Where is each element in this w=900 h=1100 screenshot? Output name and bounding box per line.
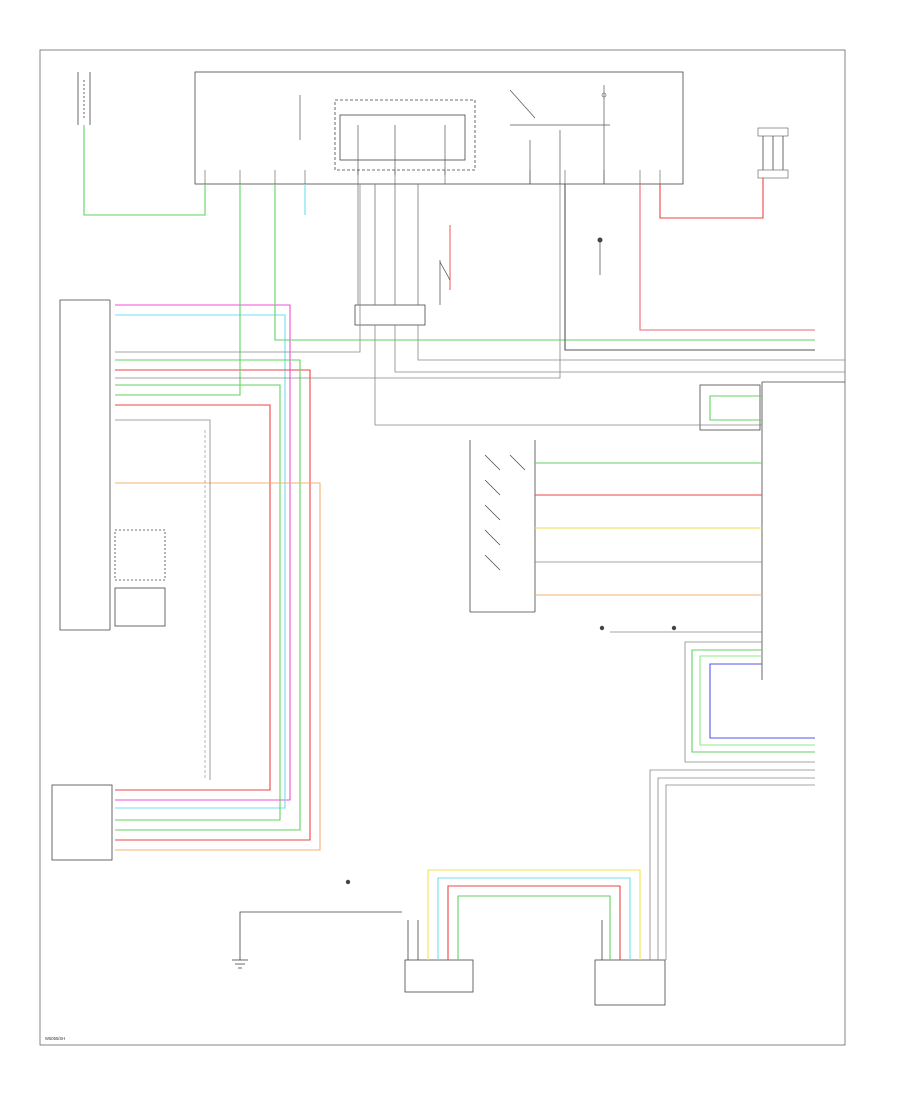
bottom-center-connector — [404, 959, 474, 993]
wire-yellow-b — [427, 869, 641, 960]
wire-green-r1 — [691, 649, 815, 753]
wire-gray-1 — [115, 184, 361, 353]
wire-green-6 — [709, 395, 762, 421]
top-box-pins — [204, 170, 661, 184]
wire-lightblue-b — [437, 877, 631, 960]
fuse-junction-box — [194, 71, 684, 185]
wire-red-2 — [115, 404, 271, 791]
wire-blue-r1 — [709, 663, 815, 739]
bottom-right-connector — [594, 959, 666, 1006]
wire-black-1 — [564, 184, 815, 351]
wire-orange-1 — [115, 482, 321, 851]
wire-gray-3 — [115, 419, 211, 780]
left-bottom-module — [51, 784, 113, 861]
wire-pink-1 — [115, 304, 291, 801]
wire-gray-r5 — [665, 784, 815, 960]
right-connector-stubs — [757, 127, 789, 179]
wire-lightblue-2 — [115, 314, 286, 809]
wire-pink-2 — [639, 184, 815, 331]
switch-array — [469, 440, 536, 613]
wire-green-1 — [83, 125, 206, 216]
center-switch-contacts — [345, 225, 677, 885]
center-vertical-wires — [357, 184, 419, 305]
wire-gray-r3 — [649, 769, 815, 960]
right-module — [699, 381, 845, 680]
top-left-fuse — [77, 72, 91, 125]
wire-gray-5 — [394, 325, 845, 373]
wire-red-b — [447, 885, 621, 960]
wire-green-b — [457, 895, 611, 960]
wire-green-5 — [115, 384, 281, 821]
bottom-connector-pins — [407, 920, 603, 960]
wire-red-3 — [659, 178, 764, 219]
ground-symbol — [232, 911, 402, 969]
center-switch-block — [354, 304, 426, 326]
wire-green-2 — [115, 184, 241, 396]
wire-gray-6 — [417, 325, 845, 361]
wire-gray-r4 — [657, 777, 815, 960]
diagram-frame — [39, 49, 846, 1046]
wire-gray-4 — [374, 325, 762, 426]
wire-green-4 — [274, 184, 815, 341]
wire-green-r2 — [699, 655, 815, 746]
footer-code: W5055/SH — [45, 1036, 65, 1041]
left-module — [59, 299, 166, 631]
wire-green-3 — [115, 359, 301, 831]
wire-gray-2 — [115, 184, 561, 379]
wire-gray-r2 — [684, 641, 815, 763]
wire-red-1 — [115, 369, 311, 841]
